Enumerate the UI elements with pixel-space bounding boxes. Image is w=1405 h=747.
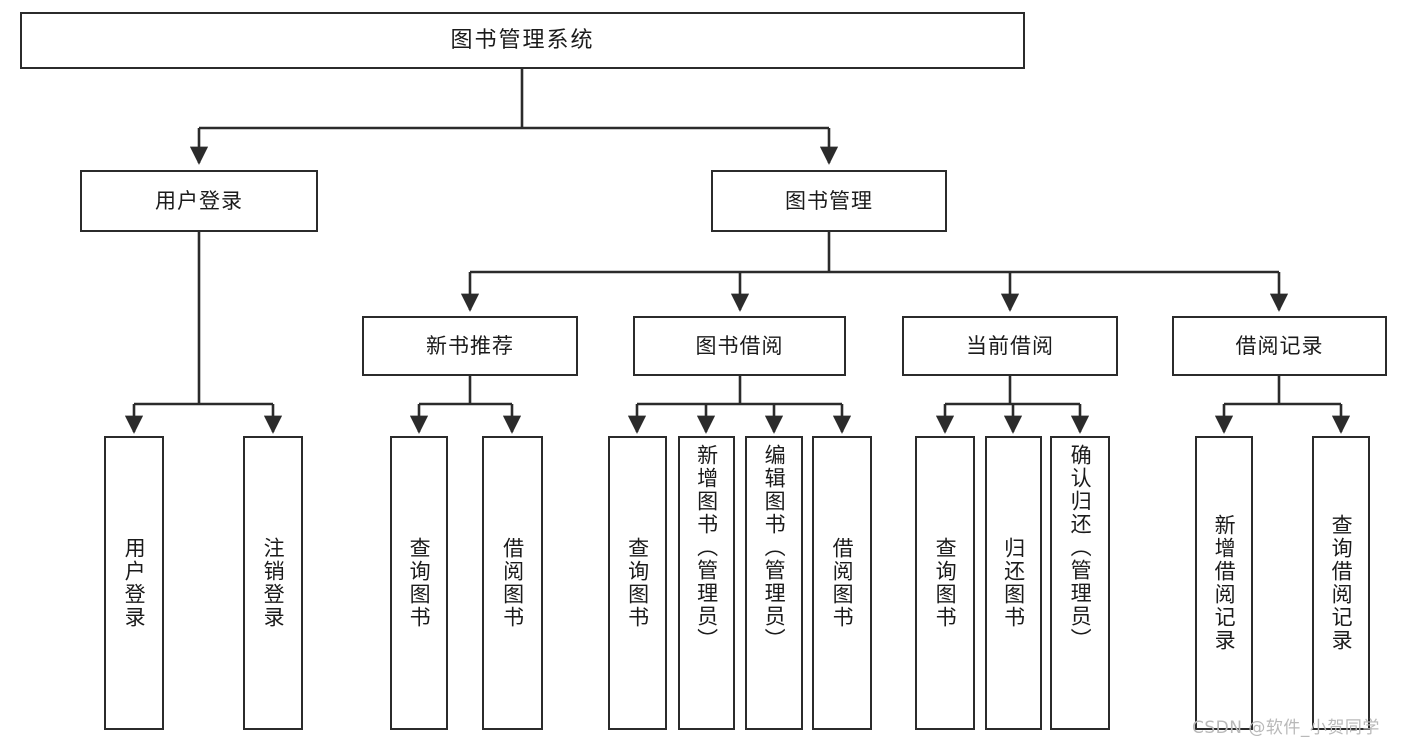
- leaf-current-borrow-confirm-return-admin[interactable]: 确认归还（管理员）: [1050, 436, 1110, 730]
- node-new-book-recommend[interactable]: 新书推荐: [362, 316, 578, 376]
- node-borrow-record[interactable]: 借阅记录: [1172, 316, 1387, 376]
- leaf-book-borrow-add-book-admin[interactable]: 新增图书（管理员）: [678, 436, 735, 730]
- leaf-current-borrow-query-book[interactable]: 查询图书: [915, 436, 975, 730]
- leaf-user-login-login[interactable]: 用户登录: [104, 436, 164, 730]
- node-root-book-management-system[interactable]: 图书管理系统: [20, 12, 1025, 69]
- node-current-borrow[interactable]: 当前借阅: [902, 316, 1118, 376]
- csdn-watermark: CSDN @软件_小贺同学: [1192, 718, 1380, 738]
- leaf-book-borrow-edit-book-admin[interactable]: 编辑图书（管理员）: [745, 436, 803, 730]
- node-book-management[interactable]: 图书管理: [711, 170, 947, 232]
- node-user-login[interactable]: 用户登录: [80, 170, 318, 232]
- leaf-borrow-record-query-record[interactable]: 查询借阅记录: [1312, 436, 1370, 730]
- leaf-user-login-logout[interactable]: 注销登录: [243, 436, 303, 730]
- leaf-new-book-borrow-book[interactable]: 借阅图书: [482, 436, 543, 730]
- leaf-current-borrow-return-book[interactable]: 归还图书: [985, 436, 1042, 730]
- leaf-borrow-record-add-record[interactable]: 新增借阅记录: [1195, 436, 1253, 730]
- leaf-book-borrow-borrow-book[interactable]: 借阅图书: [812, 436, 872, 730]
- leaf-book-borrow-query-book[interactable]: 查询图书: [608, 436, 667, 730]
- leaf-new-book-query-book[interactable]: 查询图书: [390, 436, 448, 730]
- node-book-borrow[interactable]: 图书借阅: [633, 316, 846, 376]
